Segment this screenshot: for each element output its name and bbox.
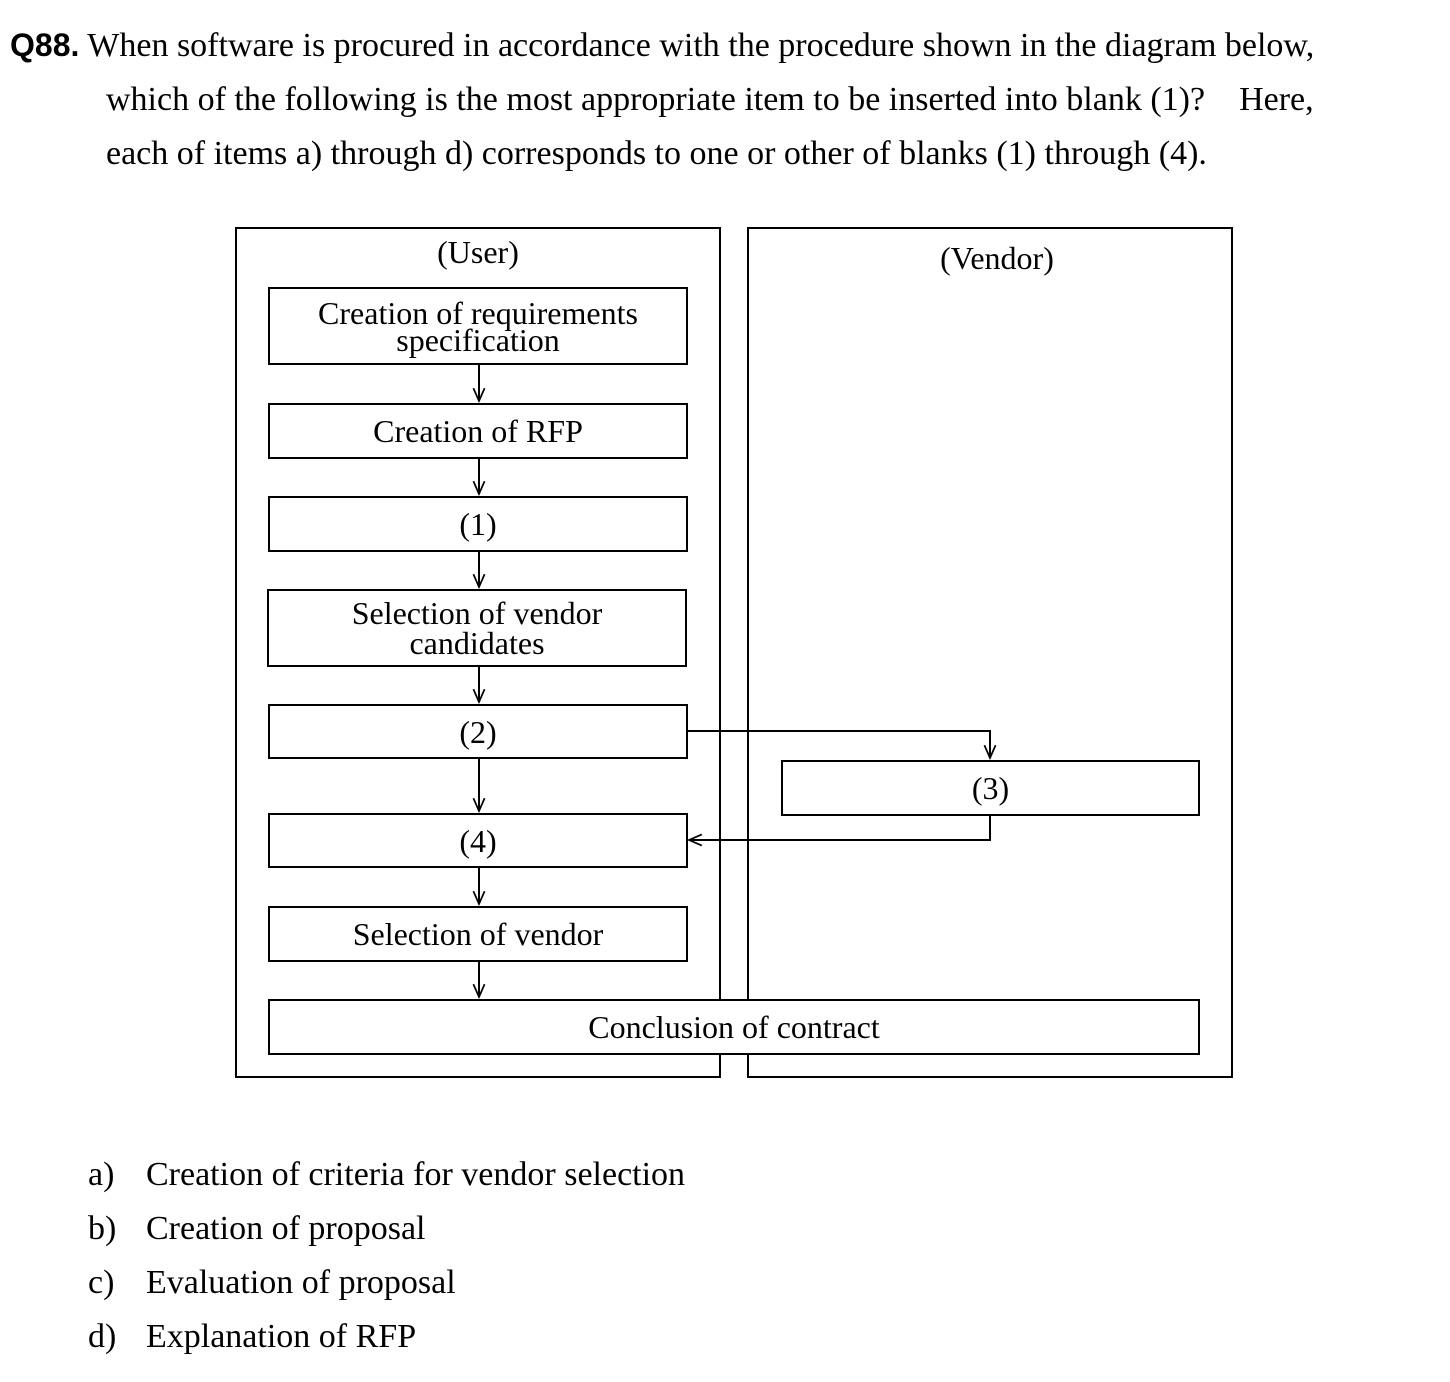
- contract-box: Conclusion of contract: [268, 999, 1200, 1055]
- choice-c-letter: c): [88, 1264, 115, 1301]
- requirements-spec-box: Creation of requirements specification: [268, 287, 688, 365]
- select-vendor-box: Selection of vendor: [268, 906, 688, 962]
- choice-d-letter: d): [88, 1318, 117, 1355]
- question-number: Q88.: [10, 27, 80, 63]
- rfp-box: Creation of RFP: [268, 403, 688, 459]
- vendor-candidates-line-1: Selection of vendor: [351, 595, 603, 631]
- user-lane: [235, 227, 721, 1078]
- requirements-spec-line-2: specification: [396, 321, 560, 358]
- choice-d-text: Explanation of RFP: [146, 1318, 417, 1355]
- blank-1-box: (1): [268, 496, 688, 552]
- vendor-lane: [747, 227, 1233, 1078]
- vendor-lane-title: (Vendor): [940, 240, 1054, 276]
- user-lane-title: (User): [437, 234, 519, 270]
- question-line-3: each of items a) through d) corresponds …: [106, 135, 1207, 172]
- choice-a-text: Creation of criteria for vendor selectio…: [146, 1156, 686, 1193]
- blank-2-box: (2): [268, 704, 688, 759]
- choice-b: b) Creation of proposal: [88, 1202, 685, 1256]
- blank-3-box: (3): [781, 760, 1200, 816]
- choice-b-letter: b): [88, 1210, 117, 1247]
- choice-d: d) Explanation of RFP: [88, 1310, 685, 1364]
- choice-b-text: Creation of proposal: [146, 1210, 426, 1247]
- vendor-candidates-box: Selection of vendor candidates: [267, 589, 687, 667]
- question-line-1: Q88. When software is procured in accord…: [10, 18, 1420, 73]
- question-line-1-text: When software is procured in accordance …: [87, 27, 1315, 64]
- requirements-spec-line-1: Creation of requirements: [318, 294, 638, 331]
- blank-4-box: (4): [268, 813, 688, 868]
- choice-c: c) Evaluation of proposal: [88, 1256, 685, 1310]
- question-text: Q88. When software is procured in accord…: [10, 18, 1420, 181]
- answer-choices: a) Creation of criteria for vendor select…: [88, 1148, 685, 1364]
- question-line-2: which of the following is the most appro…: [106, 81, 1314, 118]
- choice-a: a) Creation of criteria for vendor select…: [88, 1148, 685, 1202]
- choice-a-letter: a): [88, 1156, 115, 1193]
- choice-c-text: Evaluation of proposal: [146, 1264, 456, 1301]
- vendor-candidates-line-2: candidates: [409, 625, 545, 661]
